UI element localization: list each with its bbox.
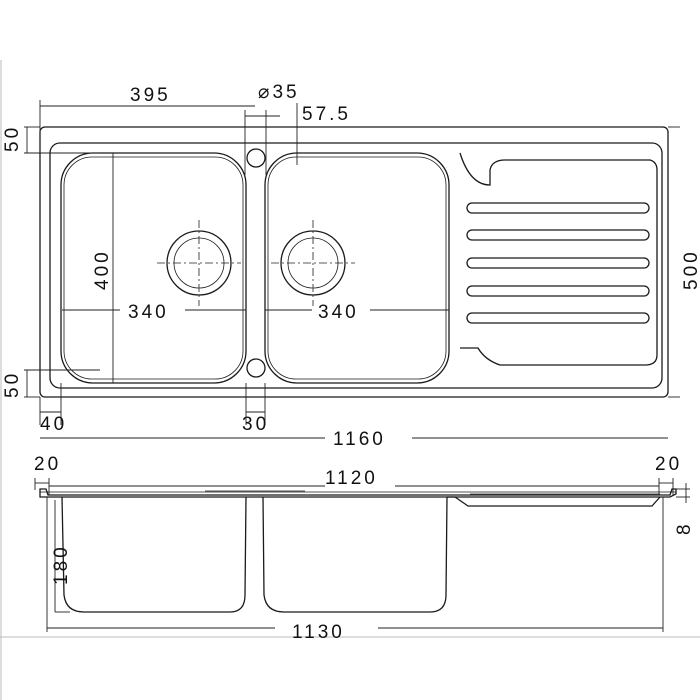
dim-top-50: 50: [2, 125, 23, 152]
drainer-ribs: [466, 202, 650, 324]
dim-bottom-50: 50: [2, 371, 23, 398]
sink-flange: [39, 488, 677, 498]
dim-180: 180: [51, 544, 72, 585]
dim-diameter-35: ⌀35: [258, 82, 300, 103]
dim-57-5: 57.5: [302, 104, 351, 125]
tap-hole-top: [246, 148, 266, 168]
drainer-rib: [466, 202, 650, 214]
left-bowl: [60, 152, 247, 384]
sink-rim: [49, 142, 663, 389]
drainer-rib: [466, 229, 650, 241]
drainer-rib: [466, 257, 650, 269]
drainer-profile: [447, 496, 661, 507]
left-bowl-profile: [61, 496, 247, 613]
dim-8: 8: [674, 521, 695, 535]
drainer-board: [459, 152, 658, 366]
right-bowl: [264, 152, 450, 384]
dim-400: 400: [92, 249, 113, 290]
dimension-lines: [24, 100, 680, 439]
left-drain: [157, 220, 241, 306]
right-drain: [271, 220, 355, 306]
dim-1130: 1130: [292, 622, 345, 643]
dim-40: 40: [40, 414, 67, 435]
dim-395: 395: [130, 85, 171, 106]
side-dimension-lines: [34, 478, 690, 632]
sink-outline: [39, 126, 669, 398]
side-view: 20 1120 20 8 180 1130: [34, 454, 695, 643]
tap-hole-bottom: [246, 358, 266, 378]
dim-500: 500: [681, 249, 700, 290]
dim-1160: 1160: [333, 429, 386, 450]
drainer-rib: [466, 285, 650, 297]
dim-left-20: 20: [34, 454, 61, 475]
dim-left-340: 340: [128, 302, 169, 323]
dim-right-20: 20: [655, 454, 682, 475]
right-bowl-profile: [262, 496, 448, 613]
drainer-rib: [466, 312, 650, 324]
right-bowl-inner: [267, 156, 447, 380]
dim-30: 30: [242, 414, 269, 435]
dim-1120: 1120: [325, 468, 378, 489]
top-view: 395 ⌀35 57.5 50 400 340 340 500 50 40 30…: [2, 82, 700, 450]
dim-right-340: 340: [318, 302, 359, 323]
left-bowl-inner: [63, 156, 244, 380]
